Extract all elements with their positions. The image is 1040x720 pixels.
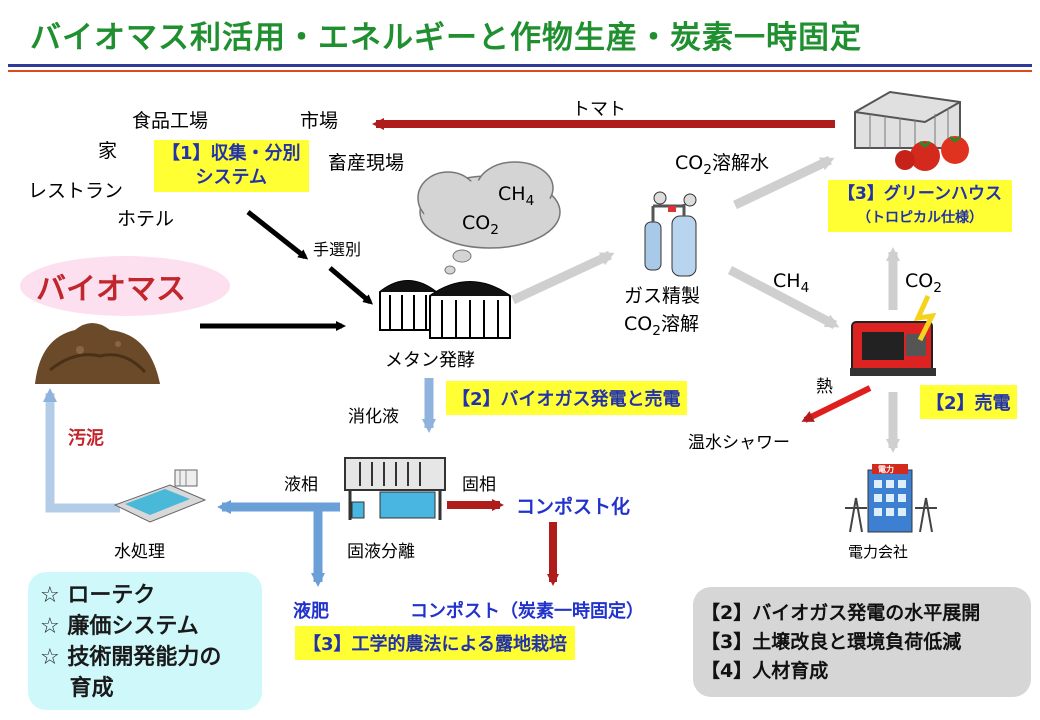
liquid-phase-label: 液相 [284,475,318,495]
biomass-oval [20,256,230,316]
source-home: 家 [98,140,118,162]
hot-shower-label: 温水シャワー [688,433,790,453]
sell-power-box: 【2】売電 [920,385,1017,419]
greenhouse-box: 【3】グリーンハウス （トロピカル仕様） [828,180,1012,232]
arrow-gas-to-greenhouse [733,155,835,210]
goal-item: 【3】土壌改良と環境負荷低減 [701,631,962,653]
ch4-label: CH4 [773,270,810,296]
digester-tanks-icon [379,280,511,339]
arrow-digester-to-gas [511,250,615,305]
source-hotel: ホテル [117,208,175,230]
solid-phase-label: 固相 [462,475,496,495]
cloud-ch4-label: CH4 [498,183,535,209]
heat-label: 熱 [816,377,833,397]
engineering-farm-box: 【3】工学的農法による露地栽培 [295,626,575,660]
co2-water-label: CO2溶解水 [675,152,769,178]
title-divider-red [8,70,1032,72]
arrow-gas-to-generator [727,266,840,329]
greenhouse-line2: （トロピカル仕様） [856,210,983,226]
separator-icon [344,457,446,520]
collection-system-line2: システム [195,167,267,188]
power-company-icon [845,464,937,533]
biomass-label: バイオマス [36,272,186,307]
arrow-sort-to-digester [328,266,374,305]
page-title: バイオマス利活用・エネルギーと作物生産・炭素一時固定 [30,20,862,56]
arrow-heat [801,385,872,423]
goal-item: 【4】人材育成 [701,660,829,682]
compost-make-label: コンポスト化 [516,496,631,518]
methane-fermentation-label: メタン発酵 [385,350,475,371]
source-food-factory: 食品工場 [132,110,209,132]
goal-item: 【2】バイオガス発電の水平展開 [701,602,981,624]
hand-sort-label: 手選別 [313,240,362,259]
collection-system-box: 【1】収集・分別 システム [154,140,309,192]
compost-carbon-label: コンポスト（炭素一時固定） [410,601,644,622]
feature-item: ☆ 技術開発能力の [40,645,222,670]
greenhouse-line1: 【3】グリーンハウス [838,184,1002,204]
power-company-label: 電力会社 [848,543,909,561]
goals-list: 【2】バイオガス発電の水平展開 【3】土壌改良と環境負荷低減 【4】人材育成 [701,599,980,686]
source-restaurant: レストラン [28,180,124,202]
features-box [28,572,262,710]
gas-cloud [417,161,561,275]
tomato-label: トマト [572,99,626,120]
biogas-power-box: 【2】バイオガス発電と売電 [446,381,687,415]
liquid-fertilizer-label: 液肥 [293,601,329,622]
source-market: 市場 [300,110,339,132]
cloud-co2-label: CO2 [462,212,499,238]
feature-item: ☆ ローテク [40,583,156,608]
collection-system-line1: 【1】収集・分別 [162,143,301,164]
title-divider-blue [8,64,1032,67]
gas-refine-label: ガス精製 CO2溶解 [624,285,701,339]
feature-item: ☆ 廉価システム [40,614,199,639]
power-sign-label: 電力 [878,465,894,474]
gas-cylinders-icon [644,191,697,277]
solid-liquid-separation-label: 固液分離 [347,542,415,562]
compost-heap-icon [35,323,160,384]
sludge-label: 汚泥 [68,428,104,449]
water-treatment-icon [113,469,207,523]
goals-box [693,587,1031,697]
source-livestock: 畜産現場 [328,152,405,174]
water-treatment-label: 水処理 [114,542,165,562]
arrow-to-liquid-fertilizer [311,502,330,587]
arrow-sludge-return [43,388,120,513]
digestate-label: 消化液 [348,407,399,427]
generator-icon [850,294,937,376]
features-list: ☆ ローテク ☆ 廉価システム ☆ 技術開発能力の 育成 [40,580,221,704]
feature-item: 育成 [40,676,114,701]
arrow-sources-to-sort [246,210,309,260]
greenhouse-icon [854,90,969,171]
co2-label: CO2 [905,270,942,296]
